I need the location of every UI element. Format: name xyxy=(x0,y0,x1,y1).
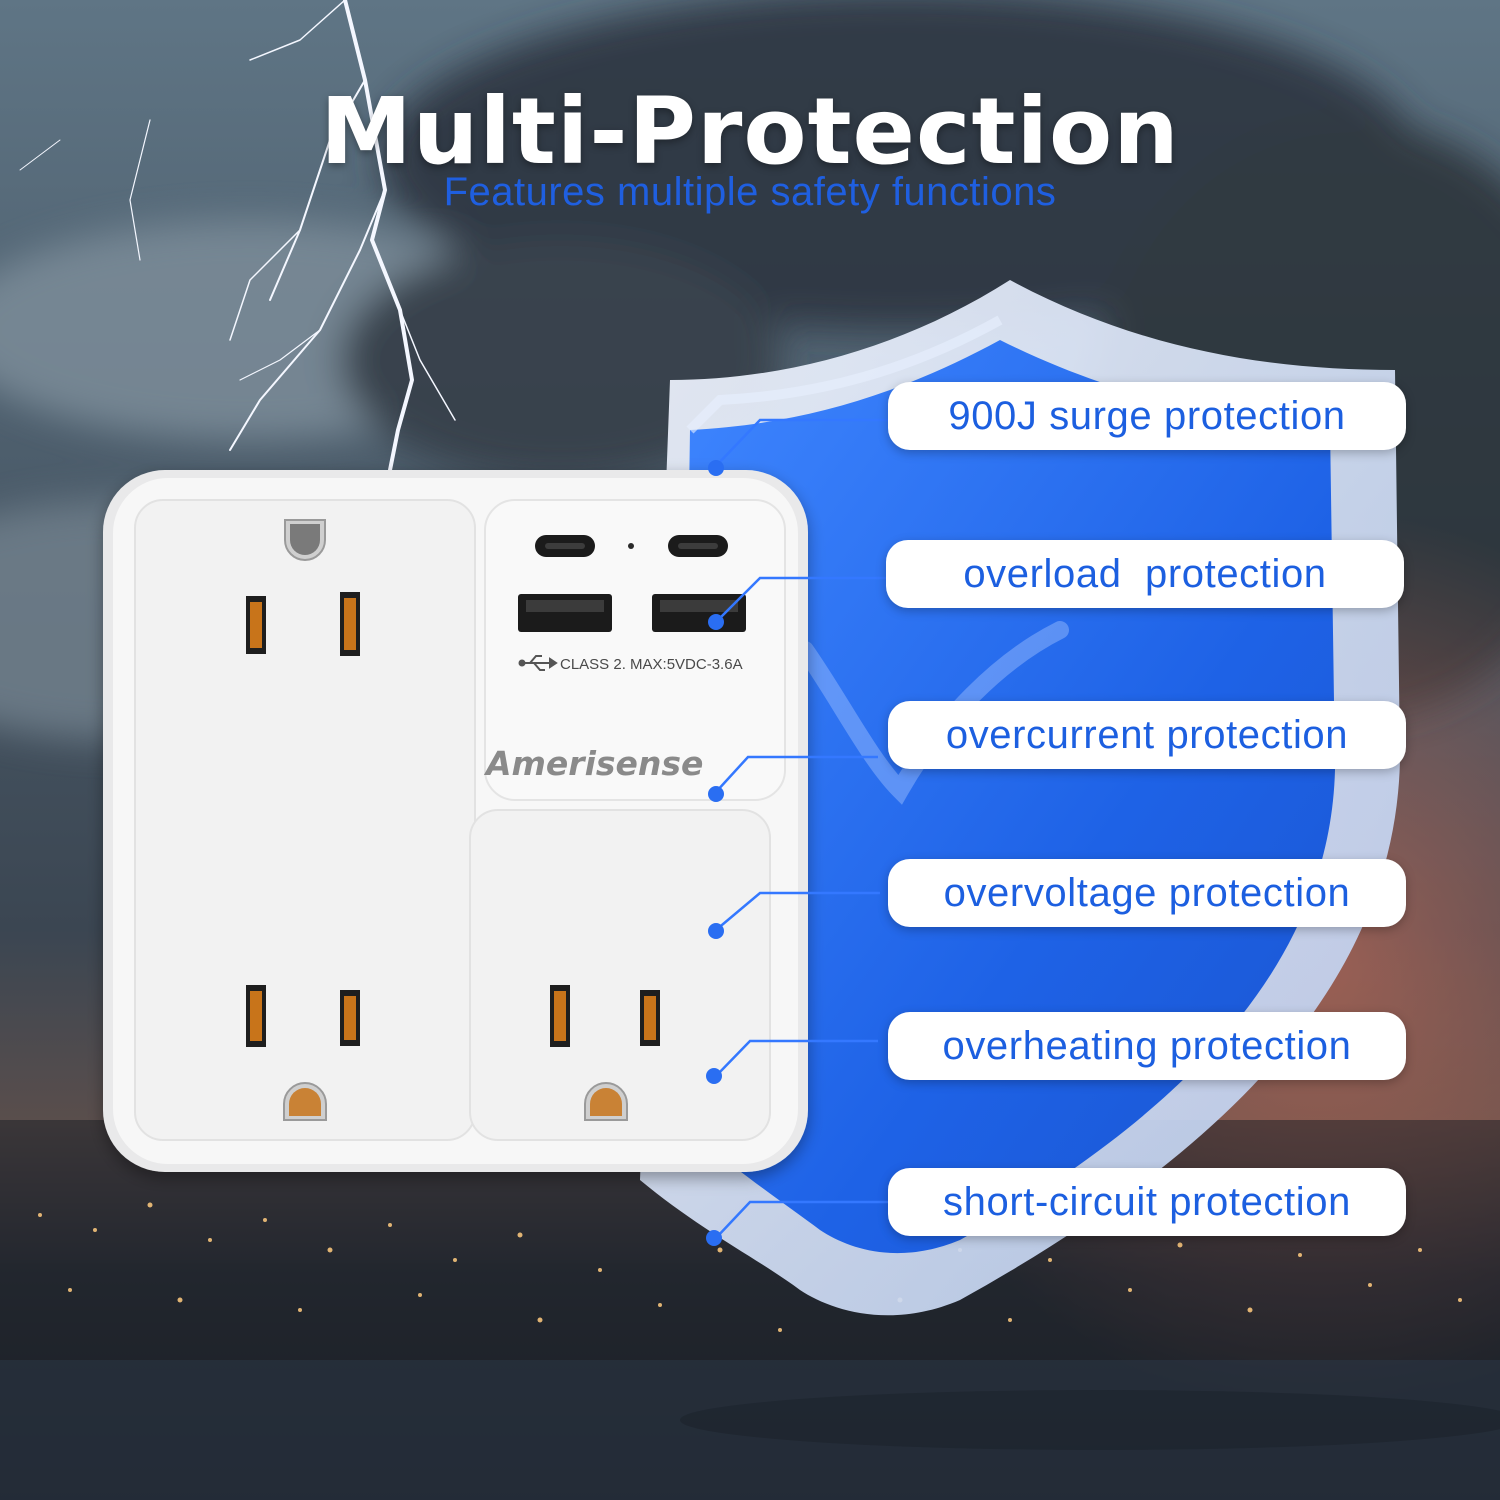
feature-overvoltage-protection: overvoltage protection xyxy=(888,859,1406,927)
feature-overload-protection: overload protection xyxy=(886,540,1404,608)
feature-short-circuit-protection: short-circuit protection xyxy=(888,1168,1406,1236)
feature-label: overload protection xyxy=(963,551,1327,596)
ac-outlet-bottom-right xyxy=(550,985,660,1121)
usb-ports xyxy=(518,535,746,632)
feature-label: overvoltage protection xyxy=(943,870,1351,915)
usb-icon xyxy=(518,655,558,671)
connectors xyxy=(715,418,890,1239)
usb-rating-label: CLASS 2. MAX:5VDC-3.6A xyxy=(560,656,743,673)
connector-dots xyxy=(706,460,724,1246)
headline: Multi-Protection xyxy=(320,78,1180,185)
ac-outlet-top xyxy=(246,519,360,656)
feature-label: overheating protection xyxy=(942,1023,1352,1068)
lightning-bolt xyxy=(19,0,456,472)
feature-label: short-circuit protection xyxy=(943,1179,1351,1224)
feature-label: 900J surge protection xyxy=(948,393,1346,438)
feature-overcurrent-protection: overcurrent protection xyxy=(888,701,1406,769)
subheadline: Features multiple safety functions xyxy=(443,170,1057,214)
feature-label: overcurrent protection xyxy=(945,712,1349,757)
ac-outlet-bottom-left xyxy=(246,985,360,1121)
feature-overheating-protection: overheating protection xyxy=(888,1012,1406,1080)
feature-surge-protection: 900J surge protection xyxy=(888,382,1406,450)
power-strip xyxy=(103,470,808,1172)
brand-logo: Amerisense xyxy=(483,744,703,783)
